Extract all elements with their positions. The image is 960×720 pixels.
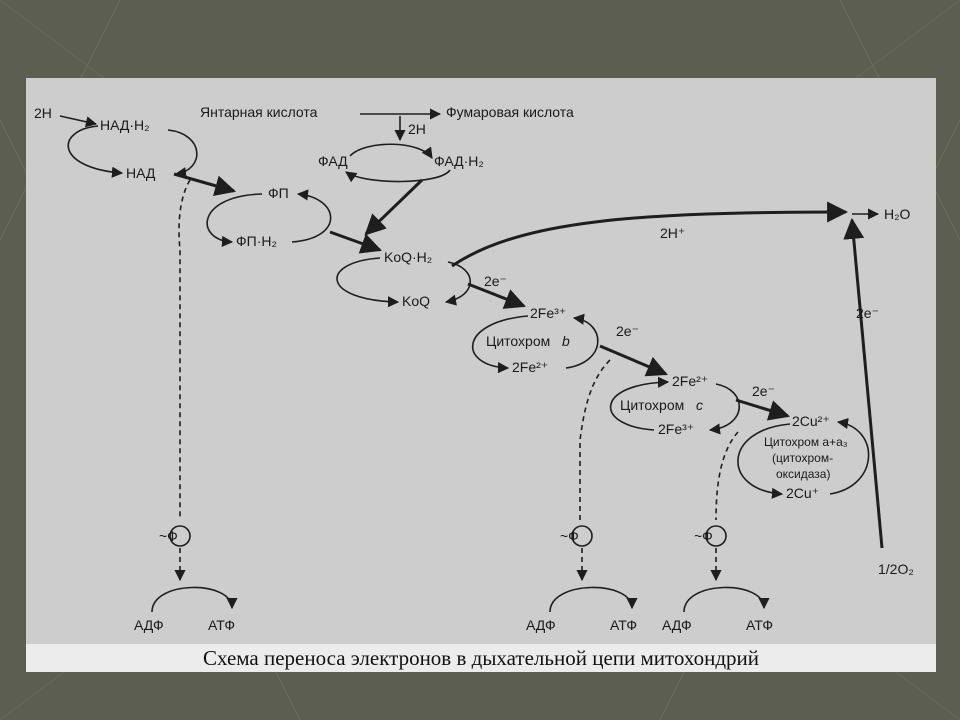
adf-atf-arrow-2 bbox=[549, 586, 638, 613]
nad-cycle-right-arrow bbox=[167, 129, 198, 179]
label-nadh2: НАД·Н₂ bbox=[100, 117, 150, 133]
koq-cycle-right-arrow bbox=[444, 261, 472, 306]
label-2e-c: 2е⁻ bbox=[752, 383, 775, 399]
label-nad: НАД bbox=[126, 165, 156, 181]
label-fe3-c: 2Fe³⁺ bbox=[658, 421, 694, 437]
label-adf-1: АДФ bbox=[134, 617, 164, 633]
arrow-koq-to-cyt-b bbox=[467, 282, 526, 309]
arrow-fadh2-to-koqh2 bbox=[364, 178, 424, 236]
label-adf-3: АДФ bbox=[662, 617, 692, 633]
phi-circle-1 bbox=[169, 525, 191, 547]
label-2e-b: 2е⁻ bbox=[616, 323, 639, 339]
label-2e-koq: 2е⁻ bbox=[484, 273, 507, 289]
label-koq: KoQ bbox=[402, 293, 430, 309]
label-koqh2: KoQ·H₂ bbox=[384, 249, 432, 265]
arrow-nad-to-fp bbox=[173, 172, 237, 196]
koq-cycle-left-arrow bbox=[336, 257, 400, 308]
arrow-2h-plus-to-water bbox=[451, 201, 849, 268]
adf-atf-arrow-3 bbox=[683, 586, 770, 613]
label-cyt-a-line1: Цитохром а+а₃ bbox=[764, 435, 848, 449]
arrow-cyt-c-to-cyt-a bbox=[735, 398, 791, 421]
label-fph2: ФП·Н₂ bbox=[236, 233, 277, 249]
arrow-fp-to-koq bbox=[329, 230, 382, 254]
label-cu2: 2Cu²⁺ bbox=[792, 413, 830, 429]
fad-cycle-top-arrow bbox=[349, 143, 433, 159]
label-o2: 1/2O₂ bbox=[878, 561, 914, 577]
label-fp: ФП bbox=[268, 185, 289, 201]
label-2h-in: 2Н bbox=[34, 105, 52, 121]
arrow-2h-to-nadh2 bbox=[59, 115, 98, 128]
label-fe2-b: 2Fe²⁺ bbox=[512, 359, 548, 375]
fad-cycle-bottom-arrow bbox=[345, 169, 451, 183]
label-cyt-b-name: Цитохром bbox=[486, 333, 550, 349]
label-cyt-b-letter: b bbox=[562, 333, 570, 349]
label-succinic-acid: Янтарная кислота bbox=[200, 104, 318, 120]
label-atf-1: АТФ bbox=[208, 617, 235, 633]
fp-cycle-right-arrow bbox=[291, 189, 332, 243]
nad-cycle-left-arrow bbox=[67, 125, 124, 178]
label-atf-2: АТФ bbox=[610, 617, 637, 633]
cyt-c-cycle-right-arrow bbox=[708, 383, 741, 435]
label-cyt-a-line2: (цитохром- bbox=[772, 451, 833, 465]
label-phi-2: ~Ф bbox=[560, 528, 579, 544]
label-cyt-c-letter: c bbox=[696, 397, 703, 413]
label-fadh2: ФАД·Н₂ bbox=[434, 153, 484, 169]
dashed-line-site-1 bbox=[178, 179, 191, 520]
label-fumaric-acid: Фумаровая кислота bbox=[446, 104, 574, 120]
label-2h-plus: 2Н⁺ bbox=[660, 225, 685, 241]
cyt-b-cycle-left-arrow bbox=[471, 315, 529, 374]
label-fe2-c: 2Fe²⁺ bbox=[672, 373, 708, 389]
label-phi-1: ~Ф bbox=[159, 528, 178, 544]
phi-circle-3 bbox=[705, 525, 727, 547]
diagram-caption: Схема переноса электронов в дыхательной … bbox=[202, 646, 760, 670]
label-cu1: 2Cu⁺ bbox=[786, 485, 819, 501]
cyt-a-cycle-right-arrow bbox=[829, 417, 870, 495]
label-2e-o2: 2е⁻ bbox=[856, 305, 879, 321]
dashed-line-site-3 bbox=[715, 431, 739, 521]
label-2h-fad: 2Н bbox=[408, 121, 426, 137]
cyt-c-cycle-left-arrow bbox=[609, 376, 670, 431]
arrow-cyt-b-to-cyt-c bbox=[599, 344, 668, 377]
label-atf-3: АТФ bbox=[746, 617, 773, 633]
cyt-b-cycle-right-arrow bbox=[565, 313, 599, 369]
label-h2o: Н₂О bbox=[884, 206, 911, 222]
label-cyt-c-name: Цитохром bbox=[620, 397, 684, 413]
caption-bar bbox=[26, 644, 936, 672]
label-cyt-a-line3: оксидаза) bbox=[776, 467, 830, 481]
label-fe3-b: 2Fe³⁺ bbox=[530, 305, 566, 321]
adf-atf-arrow-1 bbox=[151, 586, 238, 613]
label-phi-3: ~Ф bbox=[694, 528, 713, 544]
label-adf-2: АДФ bbox=[526, 617, 556, 633]
cyt-a-cycle-left-arrow bbox=[737, 423, 791, 499]
phi-circle-2 bbox=[571, 525, 593, 547]
arrow-oxygen-to-water bbox=[843, 217, 884, 549]
label-fad: ФАД bbox=[318, 153, 348, 169]
dashed-line-site-2 bbox=[579, 359, 611, 520]
fp-cycle-left-arrow bbox=[206, 193, 263, 248]
